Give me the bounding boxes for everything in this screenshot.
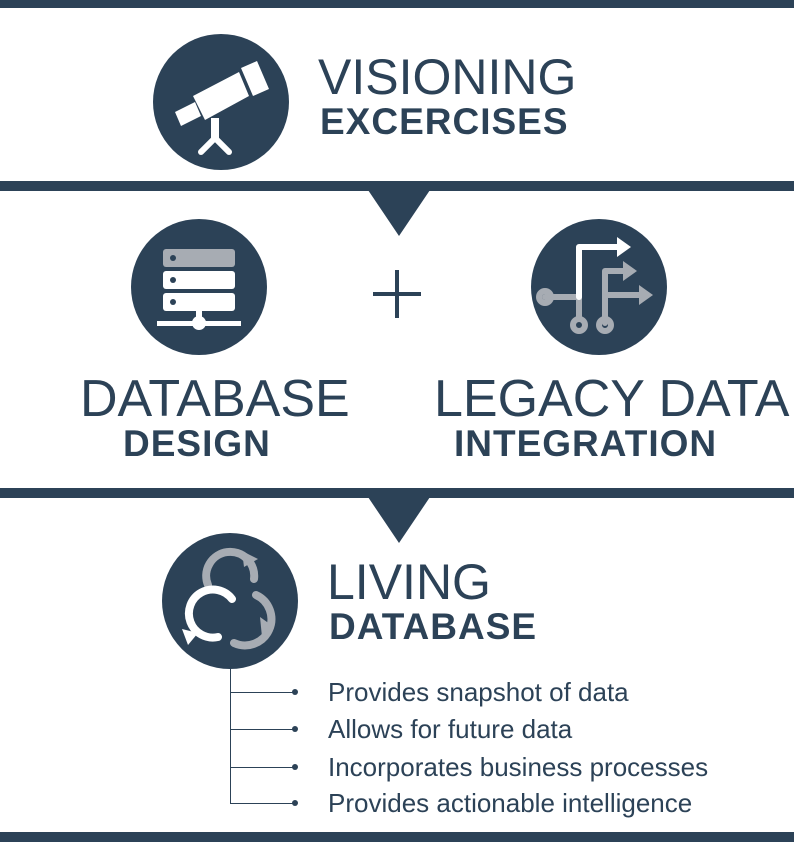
plus-icon [371, 268, 423, 320]
bullet-item: Provides snapshot of data [328, 677, 629, 707]
bullet-dot [292, 764, 298, 770]
bullet-dot [292, 726, 298, 732]
bullet-connector [230, 803, 294, 804]
bullet-item: Provides actionable intelligence [328, 788, 693, 818]
bullet-dot [292, 800, 298, 806]
top-divider [0, 0, 794, 8]
bullet-connector [230, 729, 294, 730]
bullet-item: Incorporates business processes [328, 752, 709, 782]
server-icon [157, 249, 241, 330]
legacy-title-line2: INTEGRATION [454, 423, 718, 464]
living-title-line1: LIVING [327, 554, 491, 610]
bullet-dot [292, 689, 298, 695]
divider-2 [0, 488, 794, 498]
visioning-title-line1: VISIONING [318, 49, 577, 105]
telescope-icon [175, 61, 269, 155]
bottom-divider [0, 832, 794, 842]
merge-arrows-icon [536, 237, 653, 334]
cycle-arrows-icon [182, 547, 276, 650]
bullet-tree-trunk [230, 668, 231, 803]
bullet-connector [230, 692, 294, 693]
database-design-title-line2: DESIGN [123, 423, 271, 464]
database-icon-circle [131, 219, 267, 355]
living-icon-circle [162, 533, 298, 669]
divider-1 [0, 181, 794, 191]
divider-1-arrow [368, 190, 430, 236]
legacy-icon-circle [531, 219, 667, 355]
divider-2-arrow [368, 497, 430, 543]
visioning-icon-circle [153, 34, 289, 170]
database-design-title-line1: DATABASE [80, 370, 350, 428]
bullet-item: Allows for future data [328, 714, 573, 744]
legacy-title-line1: LEGACY DATA [434, 370, 790, 428]
living-title-line2: DATABASE [329, 606, 538, 647]
bullet-connector [230, 767, 294, 768]
visioning-title-line2: EXCERCISES [320, 101, 569, 142]
